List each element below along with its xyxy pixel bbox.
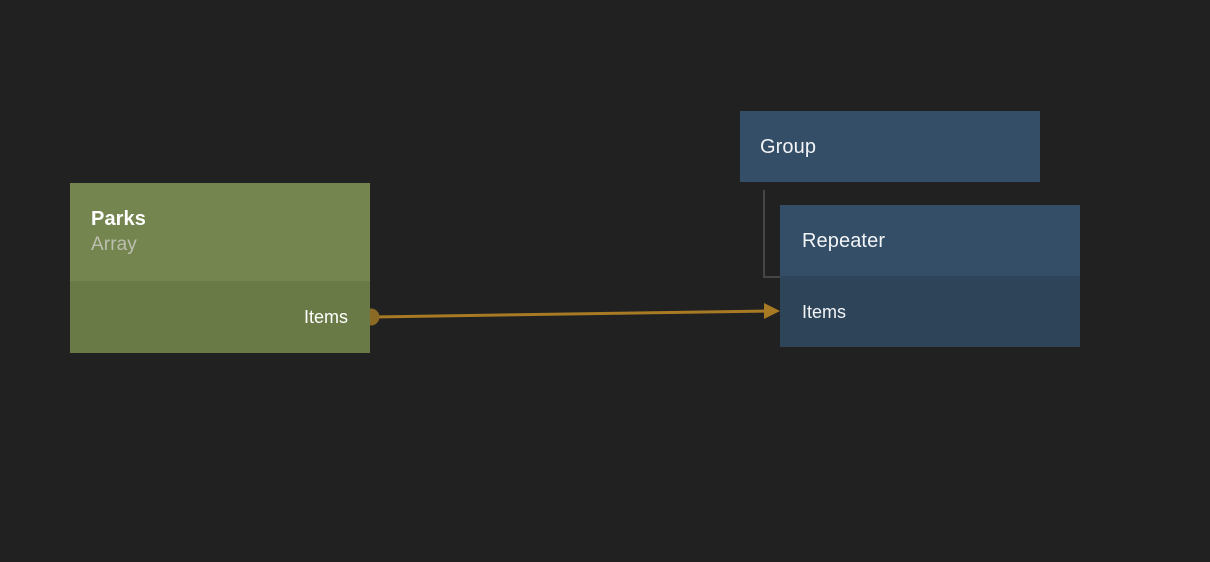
- node-group[interactable]: Group: [740, 111, 1040, 182]
- node-repeater-header[interactable]: Repeater: [780, 205, 1080, 276]
- tree-link-group-to-repeater: [763, 190, 781, 278]
- wire-arrowhead-icon: [764, 303, 780, 319]
- node-parks[interactable]: Parks Array Items: [70, 183, 370, 353]
- node-parks-header[interactable]: Parks Array: [70, 183, 370, 281]
- node-group-header[interactable]: Group: [740, 111, 1040, 182]
- node-repeater-input-port-label[interactable]: Items: [802, 301, 847, 322]
- node-parks-body[interactable]: Items: [70, 281, 370, 353]
- node-parks-title: Parks: [91, 208, 146, 230]
- node-group-title: Group: [760, 135, 817, 158]
- node-parks-subtype: Array: [91, 234, 137, 255]
- node-repeater[interactable]: Repeater Items: [780, 205, 1080, 347]
- wire-parks-items-to-repeater-items[interactable]: [370, 309, 769, 319]
- node-parks-output-port-label[interactable]: Items: [303, 307, 348, 327]
- node-repeater-title: Repeater: [802, 229, 886, 252]
- node-repeater-body[interactable]: Items: [780, 276, 1080, 347]
